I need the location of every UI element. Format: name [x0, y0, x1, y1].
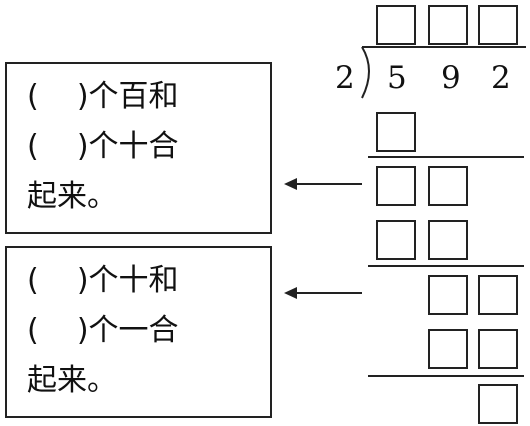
- dividend-digit-hundreds: 5: [387, 60, 407, 96]
- quotient-box-hundreds[interactable]: [376, 5, 416, 45]
- arrow-left-icon: [284, 287, 362, 299]
- dividend-digit-ones: 2: [491, 60, 511, 96]
- product-box-2a[interactable]: [376, 220, 416, 260]
- product-box-3b[interactable]: [478, 329, 518, 369]
- quotient-box-tens[interactable]: [428, 5, 468, 45]
- remainder-box-1a[interactable]: [376, 166, 416, 206]
- panel-line: 起来。: [27, 179, 117, 214]
- product-box-2b[interactable]: [428, 220, 468, 260]
- quotient-box-ones[interactable]: [478, 5, 518, 45]
- final-remainder-box[interactable]: [478, 384, 518, 424]
- divisor: 2: [335, 60, 355, 96]
- explanation-panel-hundreds: ( )个百和 ( )个十合 起来。: [5, 62, 272, 234]
- product-box-3a[interactable]: [428, 329, 468, 369]
- product-box-1[interactable]: [376, 112, 416, 152]
- remainder-box-2b[interactable]: [478, 275, 518, 315]
- panel-line: ( )个百和: [27, 79, 179, 114]
- panel-line: ( )个十和: [27, 263, 179, 298]
- division-bracket: [361, 46, 526, 99]
- remainder-box-1b[interactable]: [428, 166, 468, 206]
- remainder-box-2a[interactable]: [428, 275, 468, 315]
- panel-line: ( )个一合: [27, 313, 179, 348]
- arrow-left-icon: [284, 178, 362, 190]
- dividend-digit-tens: 9: [441, 60, 461, 96]
- explanation-panel-tens: ( )个十和 ( )个一合 起来。: [5, 246, 272, 418]
- panel-line: 起来。: [27, 363, 117, 398]
- panel-line: ( )个十合: [27, 129, 179, 164]
